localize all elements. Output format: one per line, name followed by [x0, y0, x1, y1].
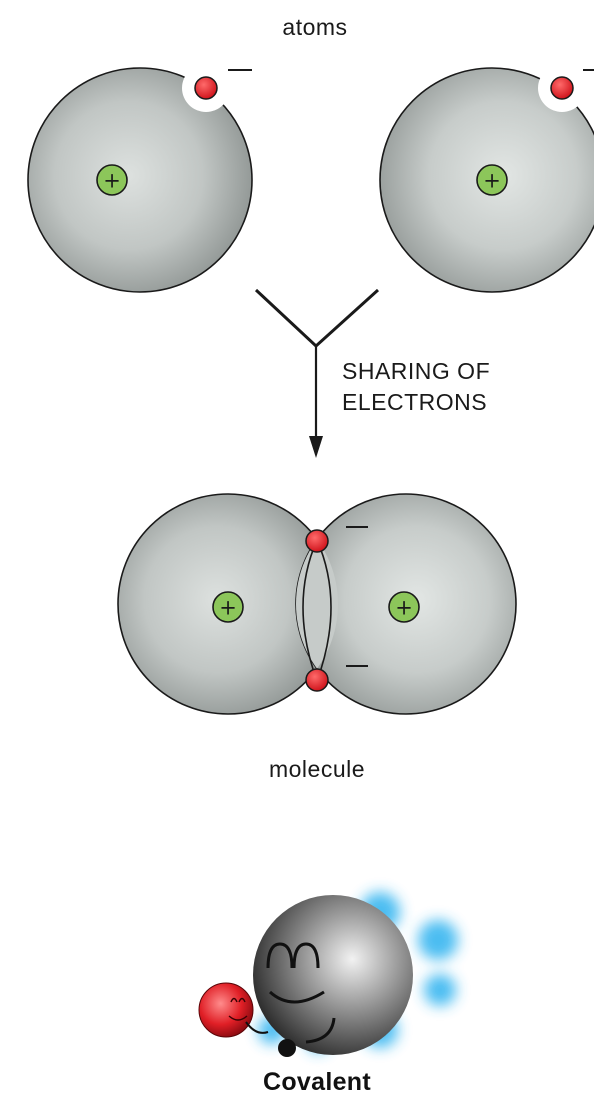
svg-text:+: +	[219, 596, 237, 620]
molecule-nucleus-left: +	[213, 592, 243, 622]
sharing-label-line2: ELECTRONS	[342, 387, 490, 418]
svg-text:+: +	[395, 596, 413, 620]
molecule-label: molecule	[0, 756, 594, 783]
sharing-label-line1: SHARING OF	[342, 356, 490, 387]
svg-text:+: +	[103, 169, 121, 193]
atom-left	[28, 64, 252, 292]
molecule-nucleus-right: +	[389, 592, 419, 622]
covalent-mascot	[199, 892, 458, 1057]
atoms-label: atoms	[0, 14, 594, 41]
svg-text:+: +	[483, 169, 501, 193]
covalent-caption: Covalent	[0, 1068, 594, 1097]
atom-left-nucleus: +	[97, 165, 127, 195]
atom-right-nucleus: +	[477, 165, 507, 195]
sharing-electrons-label: SHARING OF ELECTRONS	[342, 356, 490, 418]
